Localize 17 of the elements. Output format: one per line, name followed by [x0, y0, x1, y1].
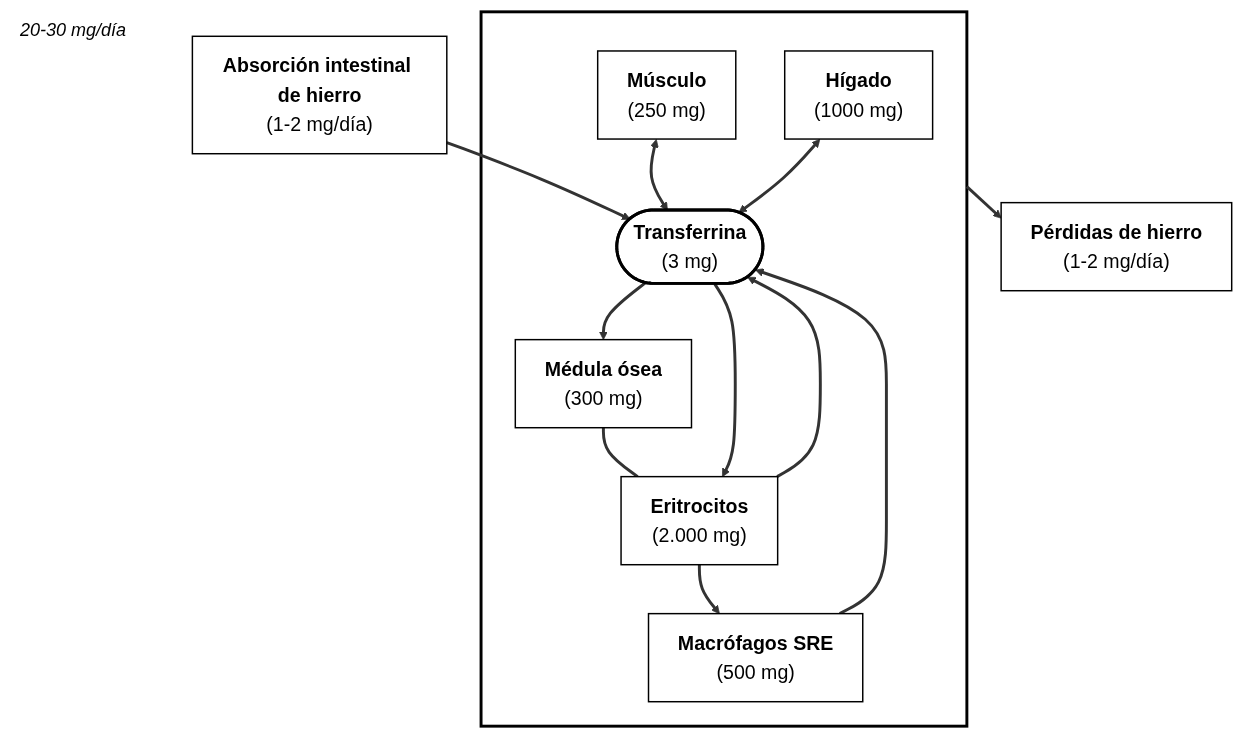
arrow	[599, 281, 647, 341]
node-box: Médula ósea (300 mg)	[515, 338, 693, 429]
node-box: Pérdidas de hierro (1-2 mg/día)	[1000, 201, 1233, 292]
arrow	[747, 276, 823, 478]
node-box: Hígado (1000 mg)	[784, 50, 934, 140]
arrow	[698, 564, 721, 615]
node-box: Macrófagos SRE (500 mg)	[648, 612, 864, 703]
node-box: Absorción intestinal de hierro (1-2 mg/día)	[192, 35, 448, 155]
arrow	[713, 283, 738, 478]
rate-note: 20-30 mg/día	[20, 20, 128, 41]
arrow	[966, 185, 1002, 219]
arrow	[738, 138, 821, 213]
arrow	[755, 268, 889, 615]
node-box: Eritrocitos (2.000 mg)	[620, 475, 779, 566]
cluster	[480, 10, 969, 728]
node-box: Músculo (250 mg)	[597, 50, 737, 140]
connector	[602, 427, 639, 478]
